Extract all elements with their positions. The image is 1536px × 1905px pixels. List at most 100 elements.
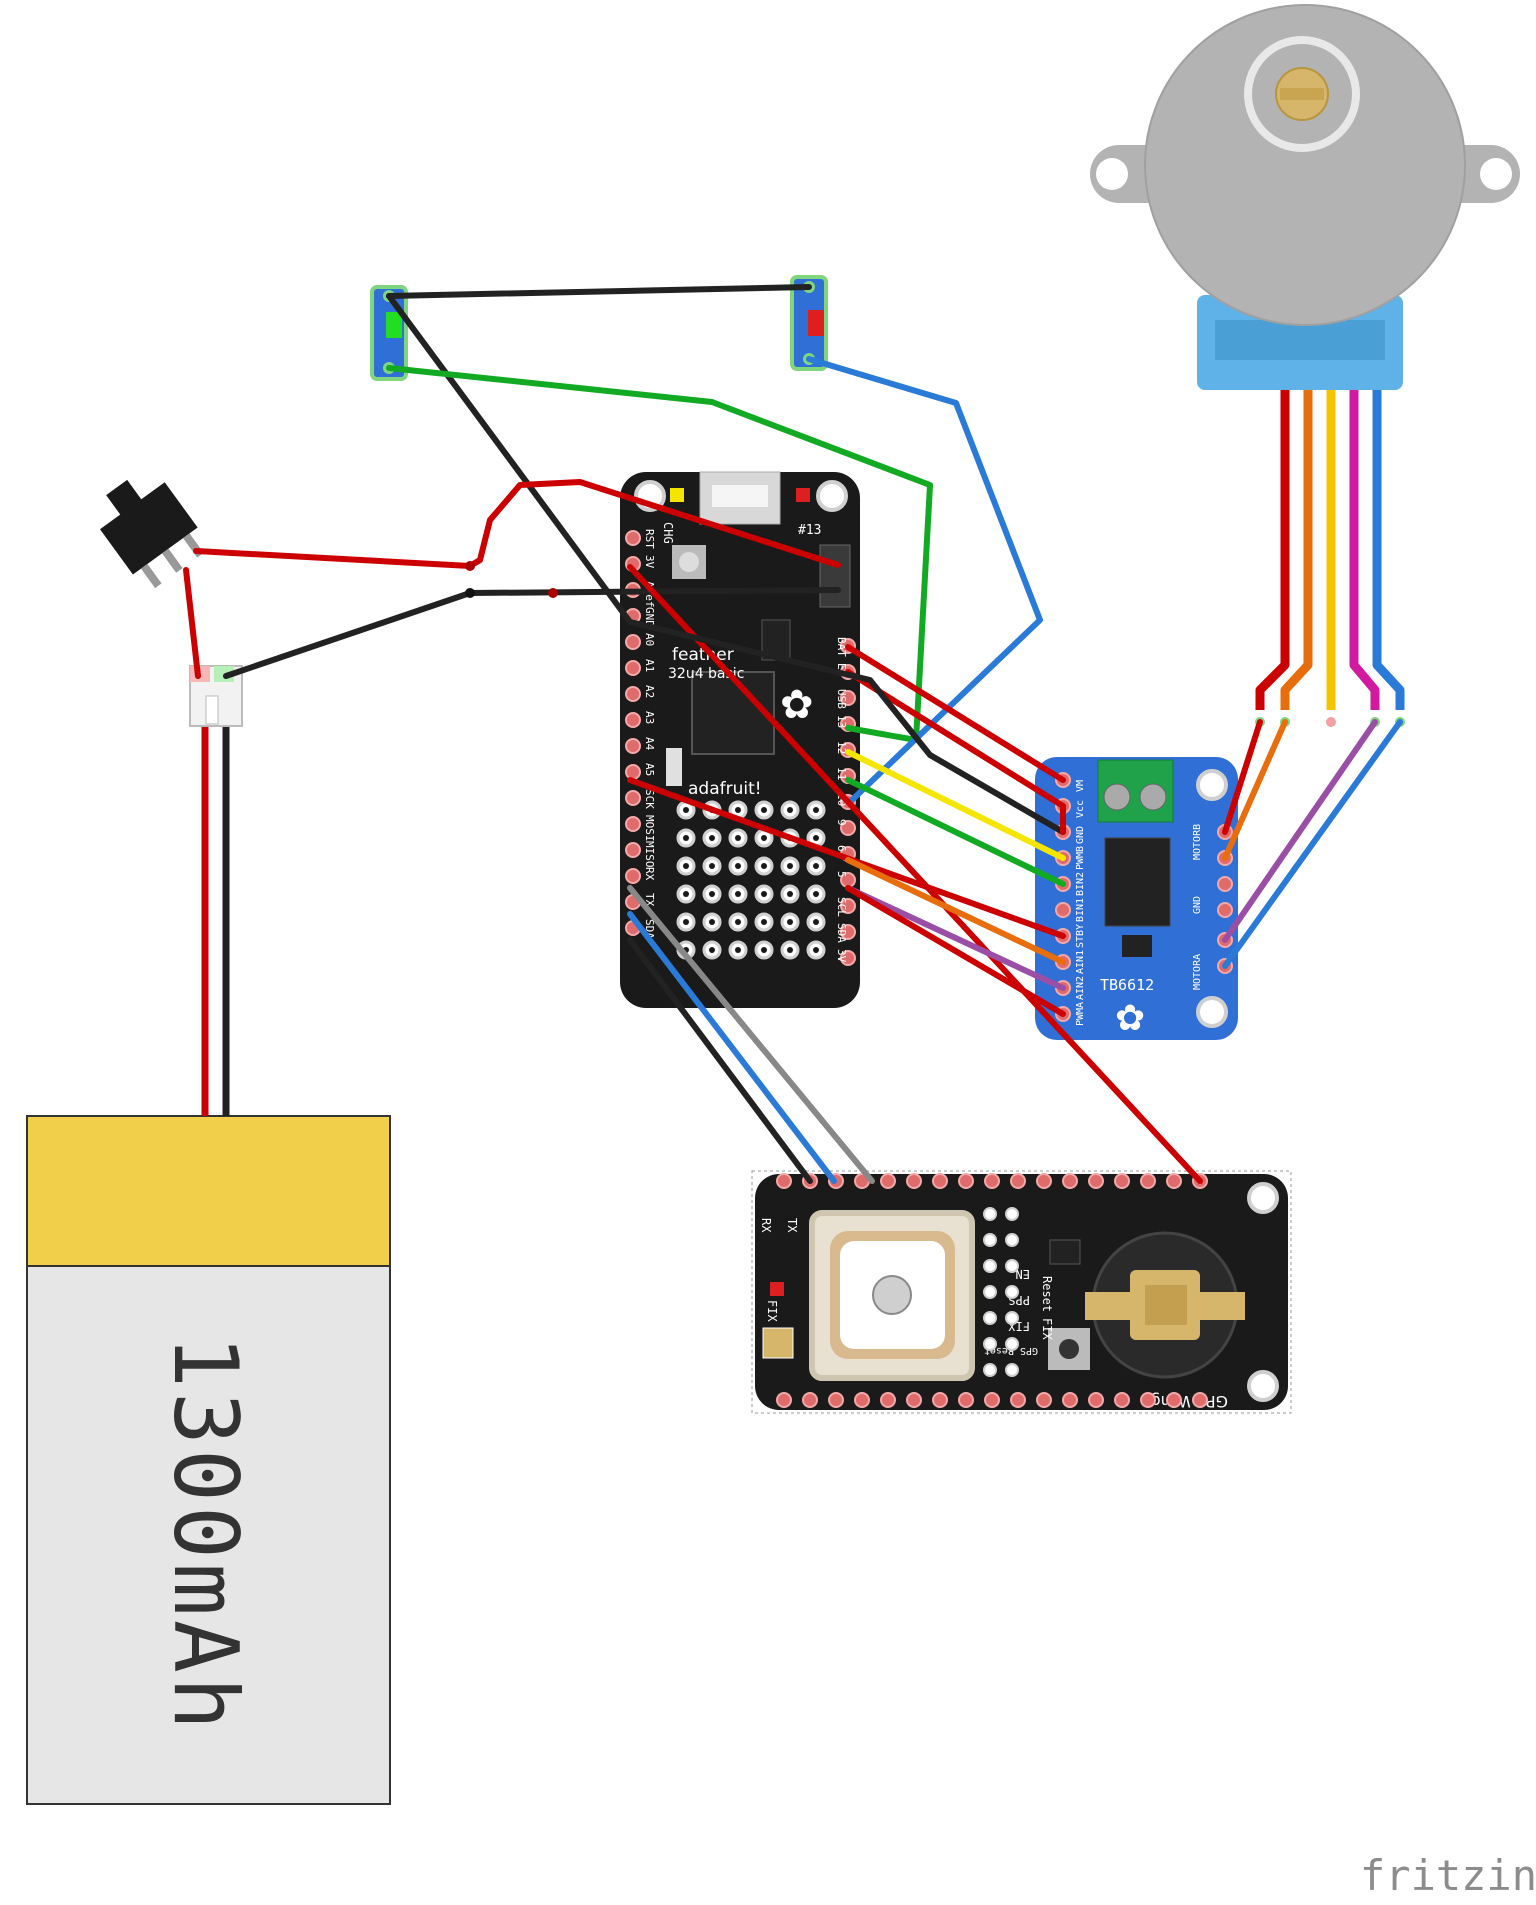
feather-right-pin-label: 9 <box>835 819 848 826</box>
driver-left-pin-label: PWMA <box>1075 1002 1086 1026</box>
driver-flower-icon: ✿ <box>1115 998 1145 1039</box>
motor-wire-red <box>1255 390 1290 710</box>
gps-bottom-pin <box>984 1392 1000 1408</box>
feather-left-pin-label: RX <box>643 867 656 881</box>
gps-bottom-pin <box>1062 1392 1078 1408</box>
proto-hole-center <box>761 947 767 953</box>
proto-hole-center <box>787 891 793 897</box>
led-green <box>386 312 402 338</box>
gps-top-pin <box>1114 1173 1130 1189</box>
gps-wing-board: GPS Wing TX RX FIX EN PPS FIX GPS Reset … <box>751 1170 1292 1414</box>
gps-proto-hole <box>983 1285 997 1299</box>
proto-hole-center <box>683 863 689 869</box>
gps-bottom-pin <box>1192 1392 1208 1408</box>
feather-left-pin-label: A1 <box>643 659 656 672</box>
gps-bottom-pin <box>1010 1392 1026 1408</box>
proto-hole-center <box>735 807 741 813</box>
proto-hole-center <box>709 919 715 925</box>
proto-hole-center <box>683 919 689 925</box>
proto-hole-center <box>787 807 793 813</box>
feather-right-pin <box>840 950 856 966</box>
feather-left-pin <box>625 634 641 650</box>
gps-top-pin <box>1166 1173 1182 1189</box>
proto-hole-center <box>761 891 767 897</box>
gps-proto-hole <box>983 1259 997 1273</box>
motor-wire-end-3 <box>1326 717 1336 727</box>
feather-left-pin <box>625 530 641 546</box>
motor-can <box>1144 4 1466 326</box>
feather-right-pin-label: 5 <box>835 871 848 878</box>
gps-proto-hole <box>983 1233 997 1247</box>
gps-proto-hole <box>1005 1285 1019 1299</box>
led-13-label: #13 <box>798 523 821 538</box>
battery-cap <box>26 1115 391 1267</box>
feather-right-pin-label: 6 <box>835 845 848 852</box>
feather-left-pin-label: A2 <box>643 685 656 698</box>
gps-bottom-pin <box>1036 1392 1052 1408</box>
usb-opening <box>712 485 768 507</box>
gps-side-fix-label: FIX <box>1040 1318 1054 1340</box>
driver-right-label: GND <box>1192 896 1203 914</box>
mcu-chip <box>691 671 775 755</box>
battery-leads <box>189 665 243 1116</box>
feather-right-pin <box>840 924 856 940</box>
mount-hole-right <box>1480 158 1512 190</box>
proto-hole-center <box>735 891 741 897</box>
driver-mount-hole-tr <box>1196 769 1228 801</box>
wire-pwma <box>845 885 1066 1017</box>
gps-top-pin <box>1010 1173 1026 1189</box>
proto-hole-center <box>787 919 793 925</box>
gps-proto-hole <box>983 1311 997 1325</box>
gps-feed-point <box>872 1275 912 1315</box>
wire-ain1 <box>845 857 1066 965</box>
gps-top-pin <box>776 1173 792 1189</box>
motor-collar-inner <box>1215 320 1385 360</box>
motor-wire-pink <box>1349 390 1380 710</box>
gps-outline <box>751 1170 1292 1414</box>
proto-hole-center <box>709 863 715 869</box>
gps-rx-label: RX <box>759 1218 773 1233</box>
proto-hole-center <box>735 835 741 841</box>
gps-bottom-pin <box>854 1392 870 1408</box>
led-module-red <box>790 275 828 371</box>
feather-left-pin <box>625 660 641 676</box>
feather-right-pin-label: SCL <box>835 897 848 917</box>
stepper-motor <box>1090 4 1520 390</box>
proto-hole-center <box>735 863 741 869</box>
driver-chip-label: TB6612 <box>1100 976 1154 994</box>
gps-bottom-pin <box>880 1392 896 1408</box>
terminal-screw-1 <box>1103 783 1131 811</box>
feather-left-pin-label: MOSI <box>643 815 656 842</box>
proto-hole-center <box>735 947 741 953</box>
gps-top-pin <box>984 1173 1000 1189</box>
feather-left-pin-label: A4 <box>643 737 656 751</box>
driver-left-pin-label: AIN1 <box>1075 950 1086 974</box>
battery-capacity-label: 1300mAh <box>154 1335 257 1734</box>
gps-ic-1 <box>1049 1239 1081 1265</box>
wire-joints <box>465 561 558 598</box>
gps-proto-hole <box>1005 1311 1019 1325</box>
driver-left-pin-label: BIN1 <box>1075 898 1086 922</box>
gps-top-pin <box>932 1173 948 1189</box>
feather-left-pin <box>625 712 641 728</box>
coin-cell-clip-inner <box>1145 1285 1187 1325</box>
feather-right-pin-label: USB <box>835 689 848 709</box>
driver-left-pin-label: BIN2 <box>1075 872 1086 896</box>
gps-mount-hole-br <box>1247 1370 1279 1402</box>
fix-led <box>770 1282 784 1296</box>
gps-fix-left-label: FIX <box>765 1300 779 1322</box>
gps-bottom-pin <box>1166 1392 1182 1408</box>
adafruit-flower-icon: ✿ <box>780 682 814 728</box>
wire-motor-a1 <box>1222 719 1378 943</box>
wire-motor-b2 <box>1222 719 1288 861</box>
feather-right-pin-label: 3V <box>835 949 848 963</box>
led-13 <box>796 488 810 502</box>
proto-hole-center <box>813 835 819 841</box>
proto-hole-center <box>787 863 793 869</box>
feather-right-pin-label: 12 <box>835 741 848 754</box>
feather-left-pin-label: GND <box>643 607 656 627</box>
driver-left-pin-label: Vcc <box>1075 800 1086 818</box>
switch-actuator <box>106 479 144 518</box>
feather-right-pin-label: BAT <box>835 637 848 657</box>
